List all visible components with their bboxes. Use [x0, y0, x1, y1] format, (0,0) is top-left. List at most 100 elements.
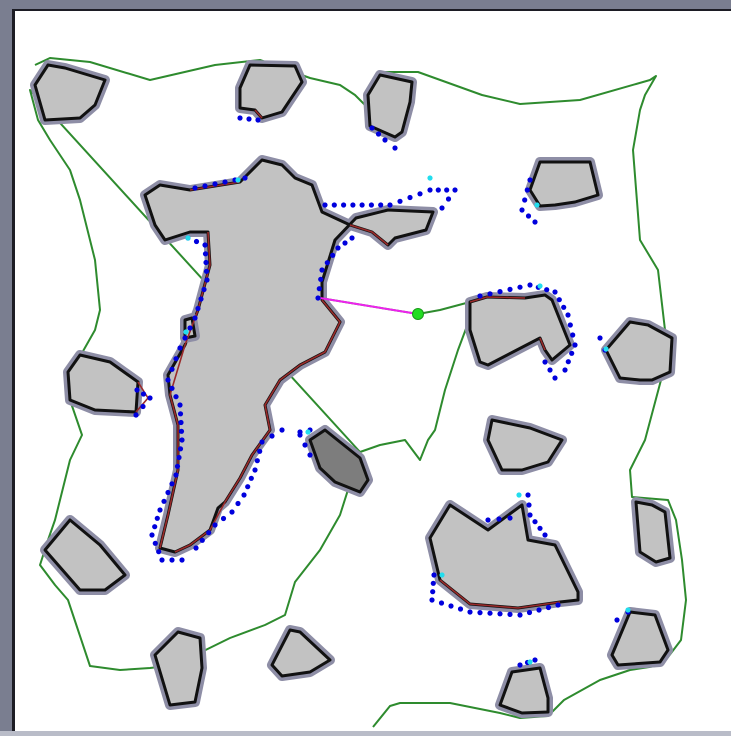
waypoint-dot-164: [302, 442, 308, 448]
waypoint-dot-98: [544, 287, 550, 293]
obstacle-layer: [30, 60, 677, 718]
obstacle-bottom-left-body: [43, 518, 127, 592]
waypoint-dot-105: [572, 342, 578, 348]
waypoint-dot-95: [517, 284, 523, 290]
waypoint-dot-75: [259, 439, 265, 445]
waypoint-dot-26: [177, 402, 183, 408]
waypoint-dot-50: [319, 267, 325, 273]
obstacle-top-mid: [363, 70, 417, 142]
waypoint-dot-2: [202, 183, 208, 189]
waypoint-dot-61: [368, 202, 374, 208]
waypoint-dot-140: [237, 115, 243, 121]
waypoint-dot-147: [134, 387, 140, 393]
waypoint-highlight-12: [305, 429, 311, 435]
waypoint-dot-132: [525, 492, 531, 498]
path-connector-line: [319, 297, 419, 315]
waypoint-dot-28: [178, 419, 184, 426]
contact-edge-3: [174, 299, 341, 553]
waypoint-dot-150: [140, 403, 146, 410]
waypoint-dot-144: [375, 131, 382, 137]
waypoint-dot-53: [335, 245, 341, 251]
obstacle-large-left-body: [143, 158, 435, 554]
waypoint-dot-10: [202, 251, 209, 257]
waypoint-dot-49: [318, 276, 324, 282]
waypoint-dot-82: [235, 500, 241, 507]
waypoint-dot-94: [507, 286, 513, 292]
waypoint-dot-108: [562, 367, 568, 373]
waypoint-dot-25: [173, 394, 179, 400]
waypoint-highlight-8: [516, 492, 522, 498]
waypoint-dot-114: [430, 589, 436, 595]
waypoint-dot-165: [307, 452, 313, 458]
waypoint-highlight-7: [439, 572, 445, 578]
waypoint-dot-146: [392, 145, 398, 151]
waypoint-dot-115: [429, 597, 435, 603]
waypoint-dot-65: [407, 194, 413, 201]
obstacle-bottom-right: [495, 663, 553, 718]
waypoint-dot-39: [154, 515, 160, 521]
waypoint-dot-68: [435, 187, 441, 193]
waypoint-dot-22: [169, 366, 175, 372]
obstacle-top-center: [235, 60, 307, 123]
waypoint-dot-156: [525, 213, 532, 219]
waypoint-dot-163: [297, 432, 303, 438]
contact-edge-4: [349, 224, 389, 246]
waypoint-dot-110: [547, 367, 553, 373]
waypoint-dot-86: [206, 530, 212, 536]
waypoint-dot-85: [212, 522, 218, 528]
obstacle-center-right-body: [486, 418, 564, 472]
obstacle-right-mid-body: [604, 320, 674, 382]
waypoint-dot-131: [507, 515, 513, 521]
waypoint-dot-106: [569, 350, 575, 356]
waypoint-dot-158: [517, 662, 523, 668]
obstacle-bottom-center: [267, 625, 335, 681]
waypoint-dot-35: [169, 481, 175, 487]
obstacle-right-top: [525, 157, 603, 211]
waypoint-dot-152: [527, 177, 533, 183]
waypoint-dot-38: [157, 507, 163, 513]
waypoint-dot-78: [252, 467, 258, 473]
waypoint-dot-84: [220, 515, 227, 522]
waypoint-dot-76: [257, 448, 263, 454]
waypoint-dot-128: [555, 602, 561, 608]
frame-top-inner-line: [12, 9, 731, 11]
waypoint-dot-77: [254, 458, 260, 464]
waypoint-dot-20: [177, 345, 183, 351]
waypoint-dot-149: [147, 395, 153, 401]
waypoint-dot-135: [532, 519, 538, 525]
waypoint-dot-17: [192, 315, 198, 321]
waypoint-dot-58: [341, 202, 347, 208]
waypoint-dot-122: [497, 611, 503, 617]
waypoint-dot-41: [149, 532, 155, 538]
waypoint-dot-101: [561, 304, 567, 310]
waypoint-dot-88: [193, 545, 199, 551]
waypoint-dot-54: [342, 240, 348, 246]
obstacle-left-mid-body: [66, 353, 140, 414]
waypoint-dot-74: [269, 433, 275, 439]
waypoint-dot-47: [315, 295, 321, 301]
obstacle-right-low: [607, 607, 673, 670]
contact-edge-9: [539, 337, 546, 351]
waypoint-dot-56: [322, 202, 328, 208]
waypoint-dot-59: [350, 202, 356, 208]
waypoint-highlight-4: [427, 175, 433, 181]
obstacle-right-top-body: [528, 160, 600, 208]
waypoint-dot-93: [497, 289, 503, 295]
waypoint-dot-136: [537, 525, 543, 531]
waypoint-dot-43: [156, 549, 162, 555]
waypoint-dot-112: [431, 572, 437, 578]
obstacle-dark-center-body: [308, 428, 370, 494]
waypoint-dot-36: [165, 489, 171, 496]
waypoint-dot-34: [173, 472, 179, 478]
waypoint-dot-48: [316, 286, 322, 292]
waypoint-dot-138: [597, 335, 603, 341]
obstacle-top-left-body: [33, 63, 107, 122]
waypoint-highlight-11: [527, 659, 533, 665]
waypoint-dot-142: [255, 117, 261, 123]
waypoint-dot-60: [359, 202, 365, 208]
waypoint-dot-155: [519, 207, 525, 213]
waypoint-dot-130: [496, 516, 502, 522]
waypoint-dot-81: [241, 492, 247, 498]
waypoint-dot-32: [176, 454, 182, 461]
